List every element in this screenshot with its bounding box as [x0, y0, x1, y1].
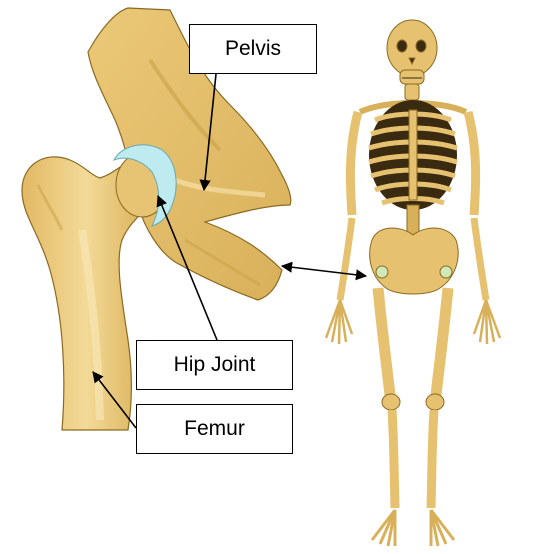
skeleton-pelvis	[370, 228, 458, 294]
hip-to-skeleton-arrow	[282, 266, 366, 276]
pelvis-label: Pelvis	[189, 24, 317, 74]
skull	[387, 20, 437, 76]
full-skeleton	[326, 20, 500, 546]
hip-joint-label: Hip Joint	[136, 340, 293, 390]
femur-label: Femur	[136, 404, 293, 454]
